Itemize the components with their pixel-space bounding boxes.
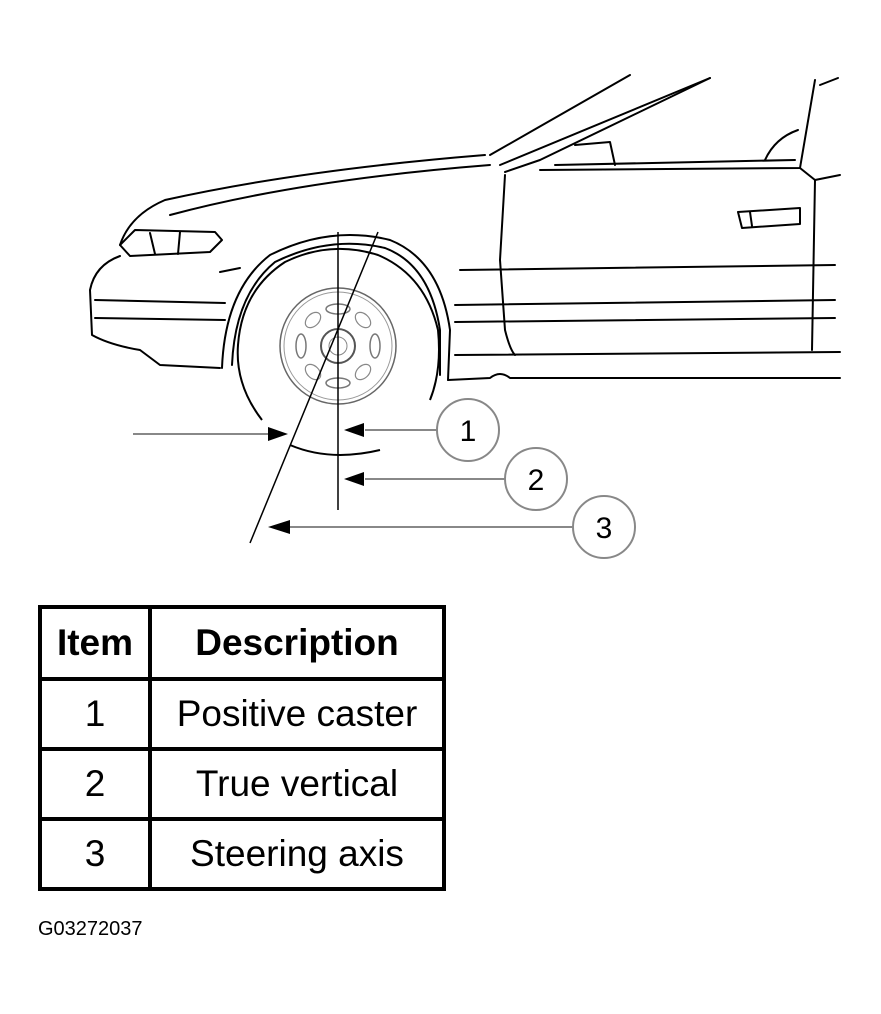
callout-arrowheads <box>268 423 364 534</box>
legend-header-row: Item Description <box>38 605 446 681</box>
table-row: 1 Positive caster <box>38 677 446 751</box>
legend-item-description: Steering axis <box>148 817 446 891</box>
legend-item-description: Positive caster <box>148 677 446 751</box>
car-front-outline <box>89 74 841 381</box>
figure-id: G03272037 <box>38 918 143 940</box>
legend-item-description: True vertical <box>148 747 446 821</box>
legend-header-item: Item <box>38 605 152 681</box>
callout-2-label: 2 <box>528 464 545 497</box>
legend-header-description: Description <box>148 605 446 681</box>
steering-axis-line <box>249 231 379 544</box>
callout-leaders <box>133 429 573 528</box>
legend-table: Item Description 1 Positive caster 2 Tru… <box>38 605 446 891</box>
caster-angle-illustration: 1 2 3 <box>89 74 841 559</box>
callout-2: 2 <box>504 447 568 511</box>
callout-1: 1 <box>436 398 500 462</box>
legend-item-number: 2 <box>38 747 152 821</box>
callout-3-label: 3 <box>596 512 613 545</box>
legend-item-number: 1 <box>38 677 152 751</box>
table-row: 3 Steering axis <box>38 817 446 891</box>
callout-1-label: 1 <box>460 415 477 448</box>
legend-item-number: 3 <box>38 817 152 891</box>
table-row: 2 True vertical <box>38 747 446 821</box>
callout-3: 3 <box>572 495 636 559</box>
